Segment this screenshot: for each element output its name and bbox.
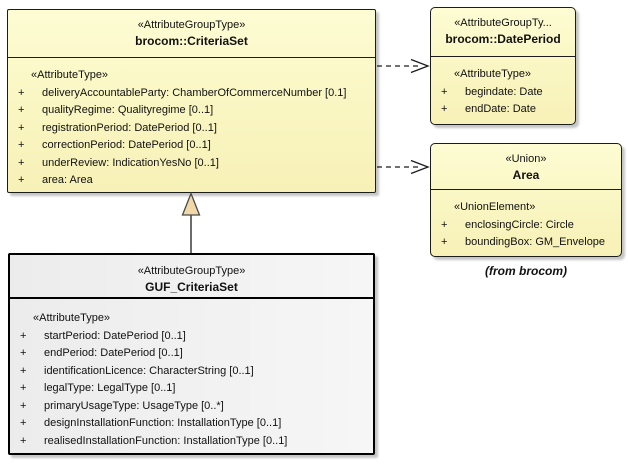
generalization-arrow[interactable] bbox=[181, 191, 201, 254]
attribute-text: realisedInstallationFunction: Installati… bbox=[44, 434, 288, 447]
attribute-text: legalType: LegalType [0..1] bbox=[44, 382, 176, 394]
visibility-symbol: + bbox=[18, 156, 25, 169]
class-name: GUF_CriteriaSet bbox=[145, 280, 238, 294]
class-stereotype: «AttributeGroupType» bbox=[137, 265, 246, 277]
class-header: «AttributeGroupTy... brocom::DatePeriod bbox=[431, 8, 575, 57]
attribute-text: correctionPeriod: DatePeriod [0..1] bbox=[42, 139, 211, 151]
attribute-row: + underReview: IndicationYesNo [0..1] bbox=[13, 155, 372, 173]
visibility-symbol: + bbox=[20, 329, 27, 342]
visibility-symbol: + bbox=[18, 139, 25, 151]
attribute-text: boundingBox: GM_Envelope bbox=[465, 236, 606, 248]
attribute-section-label: «UnionElement» bbox=[454, 201, 536, 213]
class-stereotype: «Union» bbox=[505, 153, 547, 165]
attribute-row: + boundingBox: GM_Envelope bbox=[436, 234, 618, 252]
attribute-text: startPeriod: DatePeriod [0..1] bbox=[44, 329, 186, 342]
visibility-symbol: + bbox=[20, 364, 27, 377]
attributes-compartment: «AttributeType» + startPeriod: DatePeriod… bbox=[10, 299, 373, 450]
attribute-row: + designInstallationFunction: Installatio… bbox=[15, 415, 370, 433]
class-name: Area bbox=[512, 168, 540, 182]
attributes-compartment: «AttributeType» + deliveryAccountablePart… bbox=[8, 58, 375, 190]
visibility-symbol: + bbox=[18, 104, 25, 116]
visibility-symbol: + bbox=[441, 218, 448, 231]
attribute-row: + deliveryAccountableParty: ChamberOfComm… bbox=[13, 85, 372, 103]
visibility-symbol: + bbox=[441, 85, 448, 98]
class-box-brocom-criteriaset[interactable]: «AttributeGroupType» brocom::CriteriaSet… bbox=[7, 9, 376, 193]
class-header: «Union» Area bbox=[431, 144, 621, 190]
attribute-row: + begindate: Date bbox=[436, 84, 572, 102]
attribute-text: area: Area bbox=[42, 174, 93, 186]
attribute-text: enclosingCircle: Circle bbox=[465, 218, 574, 231]
visibility-symbol: + bbox=[18, 174, 25, 186]
attribute-row: + primaryUsageType: UsageType [0..*] bbox=[15, 398, 370, 416]
attribute-row: + endDate: Date bbox=[436, 101, 572, 119]
attribute-section-label: «AttributeType» bbox=[454, 68, 532, 80]
class-header: «AttributeGroupType» brocom::CriteriaSet bbox=[8, 10, 375, 58]
attribute-row: + correctionPeriod: DatePeriod [0..1] bbox=[13, 137, 372, 155]
visibility-symbol: + bbox=[20, 417, 27, 429]
class-name: brocom::DatePeriod bbox=[445, 32, 561, 46]
class-stereotype: «AttributeGroupTy... bbox=[454, 17, 552, 29]
attribute-text: registrationPeriod: DatePeriod [0..1] bbox=[42, 121, 217, 134]
class-box-area[interactable]: «Union» Area «UnionElement» + enclosingCi… bbox=[430, 143, 622, 257]
visibility-symbol: + bbox=[20, 399, 27, 412]
attribute-text: deliveryAccountableParty: ChamberOfComme… bbox=[42, 86, 347, 99]
class-box-brocom-dateperiod[interactable]: «AttributeGroupTy... brocom::DatePeriod … bbox=[430, 7, 576, 125]
class-name: brocom::CriteriaSet bbox=[135, 34, 248, 48]
attribute-row: + endPeriod: DatePeriod [0..1] bbox=[15, 345, 370, 363]
attributes-compartment: «AttributeType» + begindate: Date + endDat… bbox=[431, 57, 575, 119]
attribute-row: + legalType: LegalType [0..1] bbox=[15, 380, 370, 398]
attribute-text: identificationLicence: CharacterString [… bbox=[44, 364, 254, 377]
visibility-symbol: + bbox=[441, 103, 448, 115]
attribute-text: designInstallationFunction: Installation… bbox=[44, 417, 282, 429]
attribute-section-label: «AttributeType» bbox=[31, 69, 109, 81]
visibility-symbol: + bbox=[20, 347, 27, 359]
visibility-symbol: + bbox=[441, 236, 448, 248]
attribute-text: underReview: IndicationYesNo [0..1] bbox=[42, 156, 219, 169]
attribute-row: + startPeriod: DatePeriod [0..1] bbox=[15, 328, 370, 346]
attribute-text: begindate: Date bbox=[465, 85, 543, 98]
attribute-row: + identificationLicence: CharacterString … bbox=[15, 363, 370, 381]
visibility-symbol: + bbox=[20, 382, 27, 394]
attribute-row: + realisedInstallationFunction: Installat… bbox=[15, 433, 370, 451]
attribute-text: endPeriod: DatePeriod [0..1] bbox=[44, 347, 183, 359]
attribute-row: + enclosingCircle: Circle bbox=[436, 217, 618, 235]
attribute-section-label: «AttributeType» bbox=[33, 312, 111, 324]
attribute-text: primaryUsageType: UsageType [0..*] bbox=[44, 399, 224, 412]
visibility-symbol: + bbox=[18, 121, 25, 134]
dependency-arrow-dateperiod[interactable] bbox=[377, 58, 430, 74]
attribute-row: + area: Area bbox=[13, 172, 372, 190]
attributes-compartment: «UnionElement» +enclosingCircle: Circle … bbox=[431, 190, 621, 252]
attribute-row: + registrationPeriod: DatePeriod [0..1] bbox=[13, 120, 372, 138]
visibility-symbol: + bbox=[20, 434, 27, 447]
attribute-text: qualityRegime: Qualityregime [0..1] bbox=[42, 104, 214, 116]
class-stereotype: «AttributeGroupType» bbox=[137, 19, 246, 31]
dependency-arrow-area[interactable] bbox=[377, 159, 430, 175]
attribute-text: endDate: Date bbox=[465, 103, 536, 115]
attribute-row: + qualityRegime: Qualityregime [0..1] bbox=[13, 102, 372, 120]
from-package-label: (from brocom) bbox=[485, 264, 567, 278]
class-header: «AttributeGroupType» GUF_CriteriaSet bbox=[10, 255, 373, 299]
class-box-guf-criteriaset[interactable]: «AttributeGroupType» GUF_CriteriaSet «At… bbox=[8, 253, 375, 455]
visibility-symbol: + bbox=[18, 86, 25, 99]
